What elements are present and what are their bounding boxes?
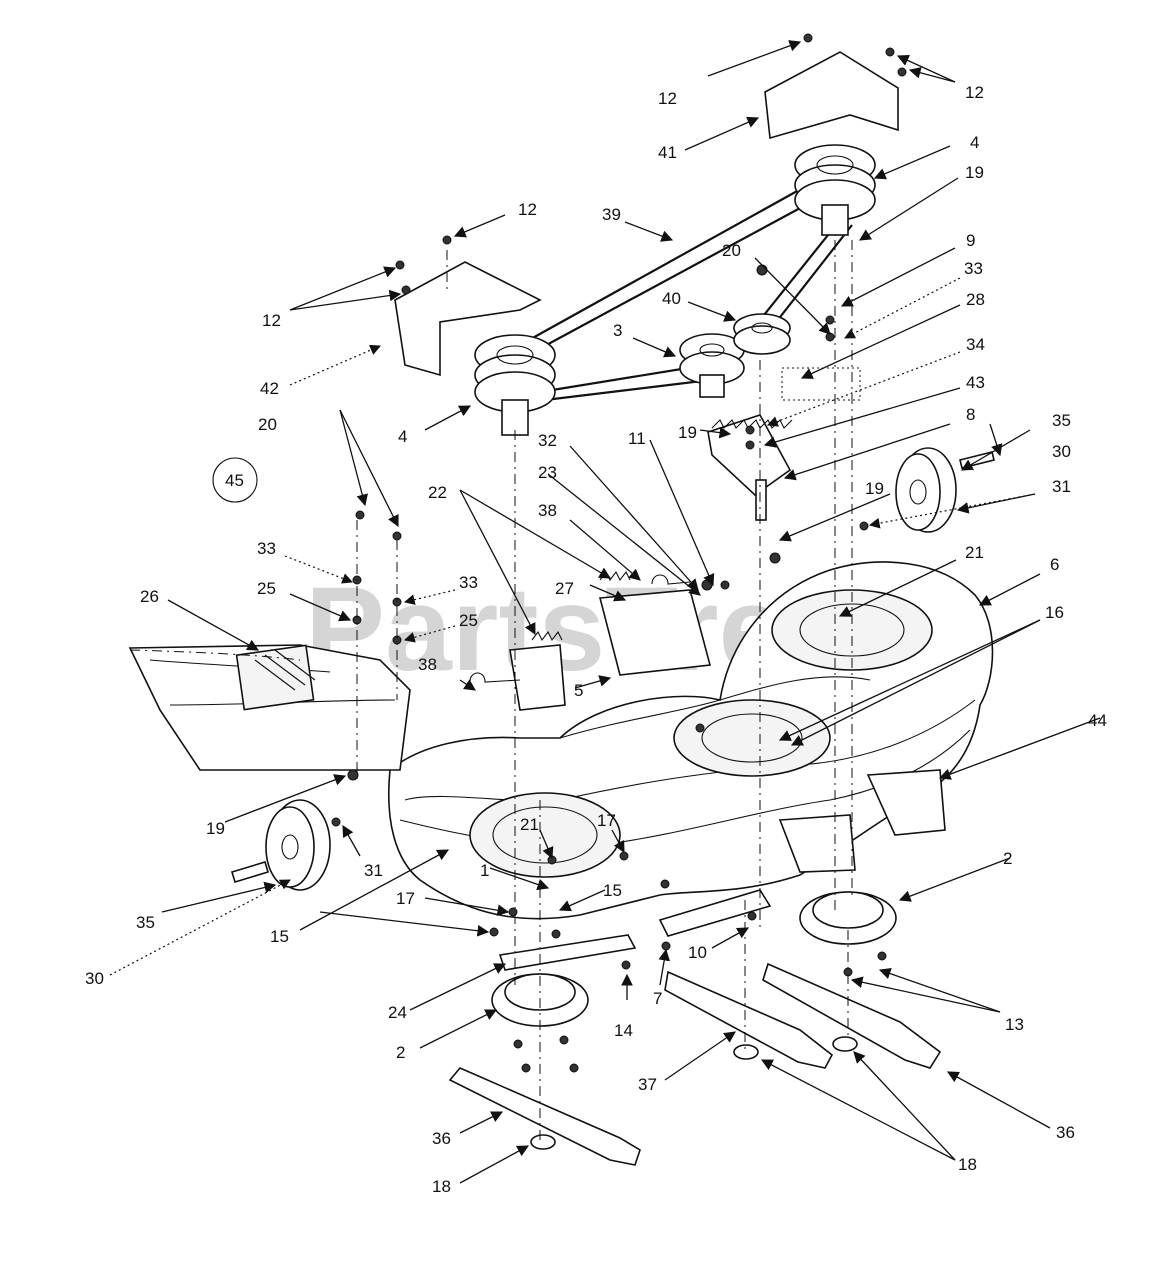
- callout-37: 37: [638, 1075, 657, 1094]
- callout-18: 18: [432, 1177, 451, 1196]
- callout-12: 12: [262, 311, 281, 330]
- callout-21: 21: [520, 815, 539, 834]
- callout-33: 33: [964, 259, 983, 278]
- callout-39: 39: [602, 205, 621, 224]
- callout-41: 41: [658, 143, 677, 162]
- blade-washer-left: [530, 1134, 556, 1150]
- baffle-center: [658, 889, 772, 937]
- callout-1: 1: [480, 861, 489, 880]
- callout-32: 32: [538, 431, 557, 450]
- callout-12: 12: [658, 89, 677, 108]
- callout-40: 40: [662, 289, 681, 308]
- pulley-right-spindle: [794, 144, 876, 236]
- callout-45: 45: [225, 471, 244, 490]
- spindle-housing-right: [799, 891, 897, 945]
- callout-16: 16: [1045, 603, 1064, 622]
- callout-25: 25: [459, 611, 478, 630]
- callout-24: 24: [388, 1003, 407, 1022]
- callout-28: 28: [966, 290, 985, 309]
- callout-42: 42: [260, 379, 279, 398]
- callout-34: 34: [966, 335, 985, 354]
- callout-35: 35: [136, 913, 155, 932]
- callout-33: 33: [257, 539, 276, 558]
- blade-washer-right: [832, 1036, 858, 1052]
- blade-center: [664, 970, 834, 1069]
- callout-31: 31: [364, 861, 383, 880]
- callout-30: 30: [85, 969, 104, 988]
- front-bracket: [778, 769, 946, 873]
- blade-washer-center: [733, 1044, 759, 1060]
- callout-38: 38: [418, 655, 437, 674]
- callout-17: 17: [597, 811, 616, 830]
- callout-25: 25: [257, 579, 276, 598]
- callout-44: 44: [1088, 711, 1107, 730]
- callout-21: 21: [965, 543, 984, 562]
- belt-cover-left: [394, 261, 542, 377]
- callout-18: 18: [958, 1155, 977, 1174]
- callout-19: 19: [865, 479, 884, 498]
- callout-8: 8: [966, 405, 975, 424]
- callout-12: 12: [518, 200, 537, 219]
- callout-22: 22: [428, 483, 447, 502]
- pulley-left-spindle: [474, 334, 556, 436]
- discharge-chute: [128, 644, 411, 771]
- callout-23: 23: [538, 463, 557, 482]
- callout-43: 43: [966, 373, 985, 392]
- callout-36: 36: [432, 1129, 451, 1148]
- callout-19: 19: [678, 423, 697, 442]
- callout-2: 2: [396, 1043, 405, 1062]
- callout-3: 3: [613, 321, 622, 340]
- blade-left: [448, 1067, 641, 1166]
- idler-pulley: [733, 313, 791, 355]
- baffle-left: [498, 934, 637, 971]
- callout-10: 10: [688, 943, 707, 962]
- callout-15: 15: [603, 881, 622, 900]
- callout-2: 2: [1003, 849, 1012, 868]
- callout-36: 36: [1056, 1123, 1075, 1142]
- callout-6: 6: [1050, 555, 1059, 574]
- pulley-center-spindle: [679, 333, 745, 398]
- deck-wheel-right: [895, 447, 995, 533]
- callout-38: 38: [538, 501, 557, 520]
- callout-13: 13: [1005, 1015, 1024, 1034]
- callout-5: 5: [574, 681, 583, 700]
- callout-numbers: 12 12 41 4 19 12 39 9 20 33 12 28 40 3 3…: [85, 83, 1107, 1196]
- callout-20: 20: [722, 241, 741, 260]
- blade-right: [762, 962, 942, 1069]
- callout-17: 17: [396, 889, 415, 908]
- callout-15: 15: [270, 927, 289, 946]
- callout-9: 9: [966, 231, 975, 250]
- leader-lines: [109, 40, 1101, 1184]
- callout-11: 11: [628, 429, 646, 448]
- callout-7: 7: [653, 989, 662, 1008]
- belt-cover-right: [764, 51, 899, 140]
- deck-wheel-left: [231, 799, 331, 891]
- callout-19: 19: [206, 819, 225, 838]
- callout-20: 20: [258, 415, 277, 434]
- callout-30: 30: [1052, 442, 1071, 461]
- callout-26: 26: [140, 587, 159, 606]
- callout-14: 14: [614, 1021, 633, 1040]
- belt: [519, 184, 853, 402]
- callout-4: 4: [970, 133, 979, 152]
- callout-19: 19: [965, 163, 984, 182]
- callout-31: 31: [1052, 477, 1071, 496]
- callout-4: 4: [398, 427, 407, 446]
- callout-35: 35: [1052, 411, 1071, 430]
- deck-bracket: [509, 589, 712, 711]
- callout-33: 33: [459, 573, 478, 592]
- callout-circle-45: [212, 457, 258, 503]
- callout-27: 27: [555, 579, 574, 598]
- callout-12: 12: [965, 83, 984, 102]
